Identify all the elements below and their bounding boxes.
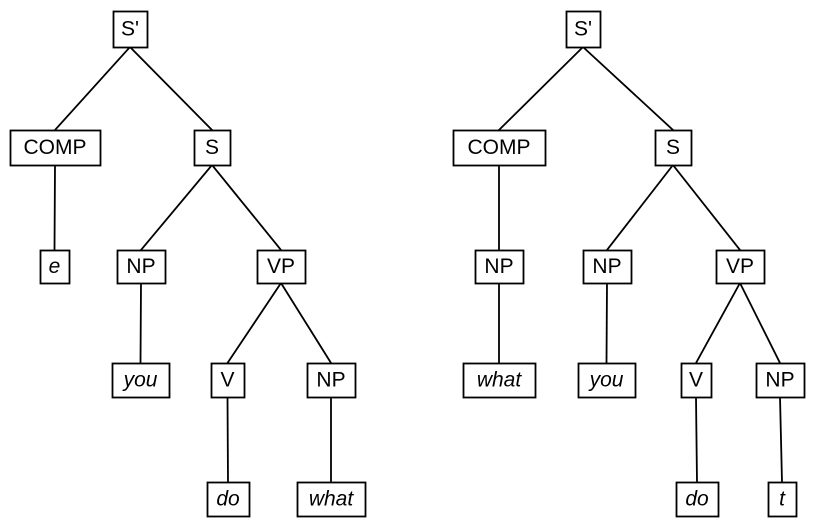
node-box-R-t [767,481,798,518]
node-box-R-COMP [452,129,547,167]
node-label-R-NP0: NP [484,255,513,278]
node-label-R-V: V [689,369,703,392]
node-label-L-Sbar: S' [121,18,139,41]
node-box-R-do [675,481,720,518]
node-box-L-NP1 [116,249,167,285]
tree-edge-R-V-to-R-do [695,396,698,483]
node-box-L-VP [256,249,307,285]
tree-edge-L-VP-to-L-V [226,281,283,365]
tree-node-L-e[interactable]: e [39,249,71,285]
tree-node-L-you[interactable]: you [111,362,171,399]
node-label-R-do: do [685,488,709,511]
node-label-R-S: S [666,136,680,159]
tree-node-R-NP1[interactable]: NP [582,249,633,285]
tree-node-L-Sbar[interactable]: S' [112,10,149,49]
tree-edge-R-NP2-to-R-t [779,396,783,483]
tree-edge-R-NP1-to-R-you [605,282,608,364]
node-label-L-V: V [220,369,234,392]
tree-node-L-VP[interactable]: VP [256,249,307,285]
tree-edge-L-NP1-to-L-you [139,282,142,364]
tree-node-L-COMP[interactable]: COMP [9,129,102,167]
tree-node-L-what[interactable]: what [296,481,367,518]
tree-edge-R-VP-to-R-V [694,281,742,365]
tree-edge-L-VP-to-L-NP2 [279,281,333,365]
tree-node-R-VP[interactable]: VP [715,249,766,285]
tree-edge-R-S-to-R-NP1 [605,163,675,252]
node-box-R-VP [715,249,766,285]
node-label-L-COMP: COMP [24,136,87,159]
tree-node-L-V[interactable]: V [210,362,246,399]
node-box-L-you [111,362,171,399]
node-label-L-S: S [205,136,219,159]
node-label-R-NP2: NP [765,369,794,392]
node-box-R-Sbar [565,10,602,49]
node-label-R-NP1: NP [592,255,621,278]
tree-edge-R-VP-to-R-NP2 [738,281,782,365]
node-box-L-what [296,481,367,518]
tree-edge-L-COMP-to-L-e [53,164,56,251]
tree-node-R-V[interactable]: V [680,362,713,399]
node-box-R-NP2 [755,362,806,399]
node-label-R-you: you [588,369,624,392]
node-label-R-Sbar: S' [574,18,592,41]
node-label-L-NP1: NP [126,255,155,278]
node-label-R-what: what [477,369,523,392]
node-label-L-VP: VP [267,255,295,278]
tree-edge-L-Sbar-to-L-COMP [53,45,132,132]
node-box-R-you [577,362,637,399]
tree-node-L-S[interactable]: S [193,129,232,167]
node-box-R-what [462,362,537,399]
node-box-L-COMP [9,129,102,167]
tree-node-L-NP1[interactable]: NP [116,249,167,285]
node-box-L-e [39,249,71,285]
node-label-R-COMP: COMP [468,136,531,159]
tree-edge-L-V-to-L-do [226,396,229,483]
node-box-L-NP2 [306,362,357,399]
tree-edge-R-Sbar-to-R-COMP [497,45,585,132]
node-box-L-S [193,129,232,167]
tree-edge-R-Sbar-to-R-S [581,45,675,132]
tree-edge-L-S-to-L-NP1 [139,163,214,252]
edges-layer [53,45,783,483]
tree-node-R-S[interactable]: S [654,129,693,167]
tree-node-L-NP2[interactable]: NP [306,362,357,399]
node-box-R-S [654,129,693,167]
tree-node-R-what[interactable]: what [462,362,537,399]
tree-node-R-do[interactable]: do [675,481,720,518]
node-label-R-VP: VP [726,255,754,278]
tree-node-R-you[interactable]: you [577,362,637,399]
node-label-L-do: do [216,488,240,511]
node-label-L-NP2: NP [316,369,345,392]
node-box-R-NP1 [582,249,633,285]
tree-edge-L-Sbar-to-L-S [128,45,214,132]
tree-node-R-COMP[interactable]: COMP [452,129,547,167]
node-box-L-do [206,481,251,518]
tree-node-L-do[interactable]: do [206,481,251,518]
node-label-L-what: what [309,488,355,511]
tree-edge-L-S-to-L-VP [210,163,283,252]
tree-node-R-NP2[interactable]: NP [755,362,806,399]
tree-edge-R-S-to-R-VP [671,163,742,252]
node-box-L-V [210,362,246,399]
edge-group-left-tree [53,45,333,483]
tree-node-R-t[interactable]: t [767,481,798,518]
edge-group-right-tree [497,45,783,483]
node-box-L-Sbar [112,10,149,49]
node-label-L-e: e [49,255,61,278]
node-group-right-tree: S' COMP S NP NP VP what you V NP do t [452,10,806,518]
node-label-R-t: t [779,488,786,511]
node-box-R-NP0 [474,249,525,285]
node-label-L-you: you [122,369,158,392]
node-box-R-V [680,362,713,399]
tree-node-R-Sbar[interactable]: S' [565,10,602,49]
tree-node-R-NP0[interactable]: NP [474,249,525,285]
